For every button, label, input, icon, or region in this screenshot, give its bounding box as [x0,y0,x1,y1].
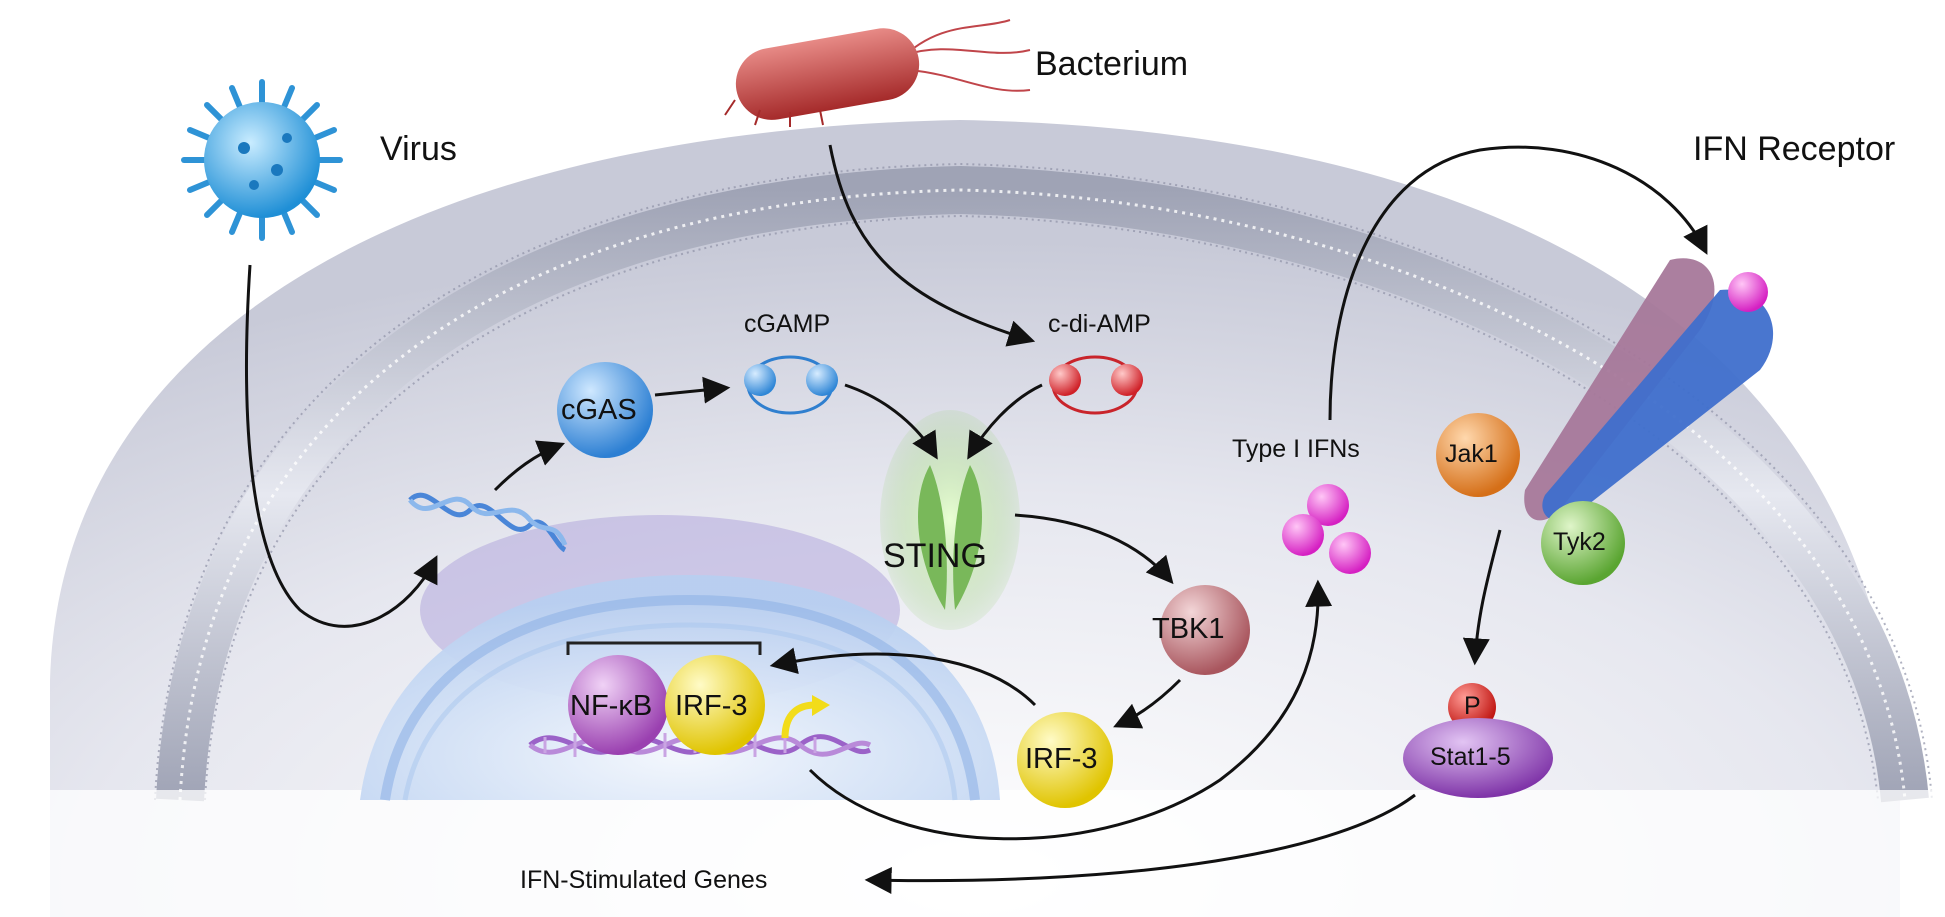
cgamp-molecule [744,355,838,415]
tbk1-label: TBK1 [1152,613,1225,645]
ifn-receptor-label: IFN Receptor [1693,130,1896,168]
cgamp-to-sting-arrow [844,383,938,460]
virus-label: Virus [380,130,457,168]
stat-ellipse [1403,718,1553,798]
ifn-to-receptor-arrow [1328,145,1708,421]
nucleus-to-ifn-arrow [808,579,1333,841]
irf3-nuclear-label: IRF-3 [675,690,748,722]
nfkb-sphere [568,655,668,755]
dna-icon [408,492,568,553]
isg-label: IFN-Stimulated Genes [520,866,768,894]
sting-label: STING [883,537,987,575]
stat-label: Stat1-5 [1430,743,1511,771]
c-di-amp-label: c-di-AMP [1048,310,1151,338]
cgamp-label: cGAMP [744,310,831,338]
c-di-amp-molecule [1049,355,1143,415]
bacterium-icon [724,19,1031,127]
type1-ifn-molecules [1282,484,1371,574]
stat-to-isg-arrow [864,793,1416,894]
type1-ifns-label: Type I IFNs [1232,435,1360,463]
irf3-nuclear-sphere [665,655,765,755]
cdiamp-to-sting-arrow [967,383,1043,460]
tbk1-to-irf3-arrow [1113,678,1182,729]
irf3-sphere [1017,712,1113,808]
bacterium-label: Bacterium [1035,45,1189,83]
sting-protein [880,410,1020,630]
gene-activation-arrow-icon [781,701,816,739]
jak1-label: Jak1 [1445,440,1498,468]
virus-to-dna-arrow [245,264,438,628]
cgas-to-cgamp-arrow [654,376,731,404]
jak-to-stat-arrow [1462,529,1502,666]
tyk2-sphere [1541,501,1625,585]
pathway-arrows [245,144,1708,894]
nfkb-label: NF-κB [570,690,653,722]
bacterium-to-cdiamp-arrow [828,144,1036,347]
ifn-receptor-icon [1524,258,1774,522]
virus-icon [181,79,343,241]
jak1-sphere [1436,413,1520,497]
cgas-sphere [557,362,653,458]
cgas-label: cGAS [561,394,637,426]
tyk2-label: Tyk2 [1553,528,1606,556]
complex-bracket [566,641,762,655]
irf3-to-nucleus-arrow [769,647,1037,707]
tbk1-sphere [1160,585,1250,675]
dna-to-cgas-arrow [493,440,566,492]
sting-to-tbk1-arrow [1014,513,1174,585]
irf3-label: IRF-3 [1025,743,1098,775]
phospho-label: P [1464,692,1481,720]
